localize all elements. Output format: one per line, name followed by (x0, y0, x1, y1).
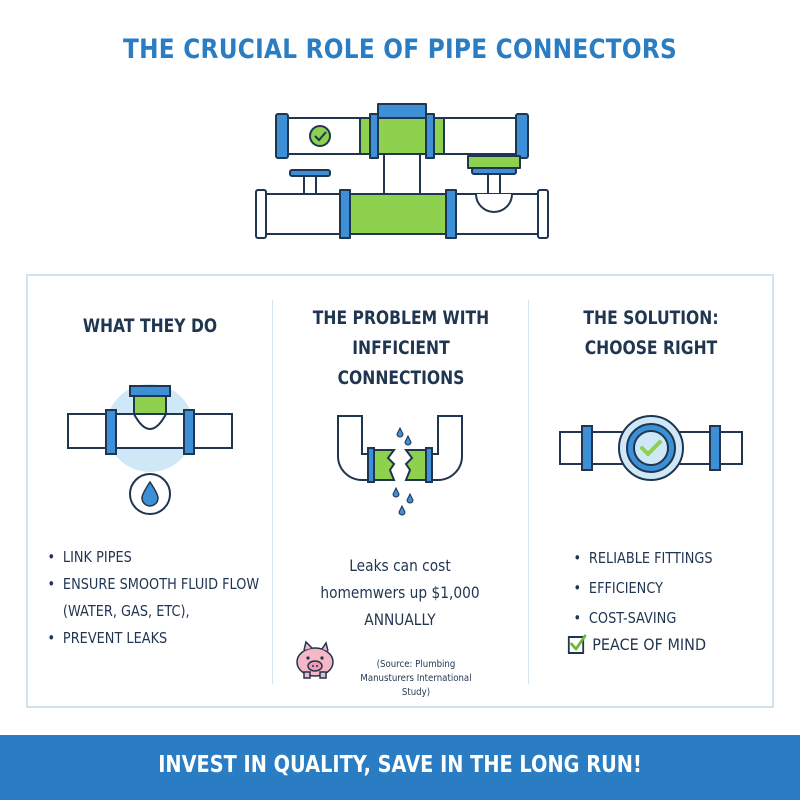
col2-title: THE PROBLEM WITH INFFICIENT CONNECTIONS (299, 303, 504, 393)
column-divider (272, 300, 273, 684)
checklist-item: PEACE OF MIND (567, 633, 706, 655)
pipe-check-icon (559, 415, 743, 481)
list-item: LINK PIPES (44, 544, 259, 571)
stat-line2: homemwers up $1,000 (320, 583, 480, 602)
source-note: (Source: Plumbing Manusturers Internatio… (347, 658, 485, 700)
col2-title-line2: INFFICIENT CONNECTIONS (337, 337, 465, 389)
pipe-tee-water-drop-icon (67, 384, 233, 515)
pipe-network-icon (255, 103, 549, 239)
column-divider (528, 300, 529, 684)
stat-line3: ANNUALLY (364, 610, 436, 629)
checkbox-checked-icon (567, 634, 587, 654)
leak-cost-stat: Leaks can cost homemwers up $1,000 ANNUA… (305, 552, 494, 633)
col3-title-line1: THE SOLUTION: (583, 307, 719, 329)
footer-banner (0, 735, 800, 800)
list-item: PREVENT LEAKS (44, 625, 259, 652)
page-title: THE CRUCIAL ROLE OF PIPE CONNECTORS (123, 34, 677, 65)
broken-pipe-leak-icon (337, 415, 463, 516)
stat-line1: Leaks can cost (349, 556, 451, 575)
list-item: EFFICIENCY (570, 573, 713, 603)
col3-title: THE SOLUTION: CHOOSE RIGHT (557, 303, 746, 363)
col3-title-line2: CHOOSE RIGHT (584, 337, 718, 359)
source-line2: Manusturers International Study) (360, 673, 472, 698)
col3-bullets: RELIABLE FITTINGS EFFICIENCY COST-SAVING (570, 543, 736, 633)
list-item: RELIABLE FITTINGS (570, 543, 712, 573)
col2-title-line1: THE PROBLEM WITH (312, 307, 490, 329)
list-item: (WATER, GAS, ETC), (62, 602, 190, 620)
col1-title: WHAT THEY DO (82, 315, 218, 337)
piggy-bank-icon (296, 640, 334, 679)
footer-text: INVEST IN QUALITY, SAVE IN THE LONG RUN! (158, 752, 642, 778)
source-line1: (Source: Plumbing (376, 659, 456, 670)
list-item: ENSURE SMOOTH FLUID FLOW (44, 571, 259, 598)
col1-bullets: LINK PIPES ENSURE SMOOTH FLUID FLOW (WAT… (44, 544, 294, 652)
list-item: COST-SAVING (570, 603, 713, 633)
info-panel (26, 274, 774, 708)
checklist-item-label: PEACE OF MIND (592, 634, 707, 654)
